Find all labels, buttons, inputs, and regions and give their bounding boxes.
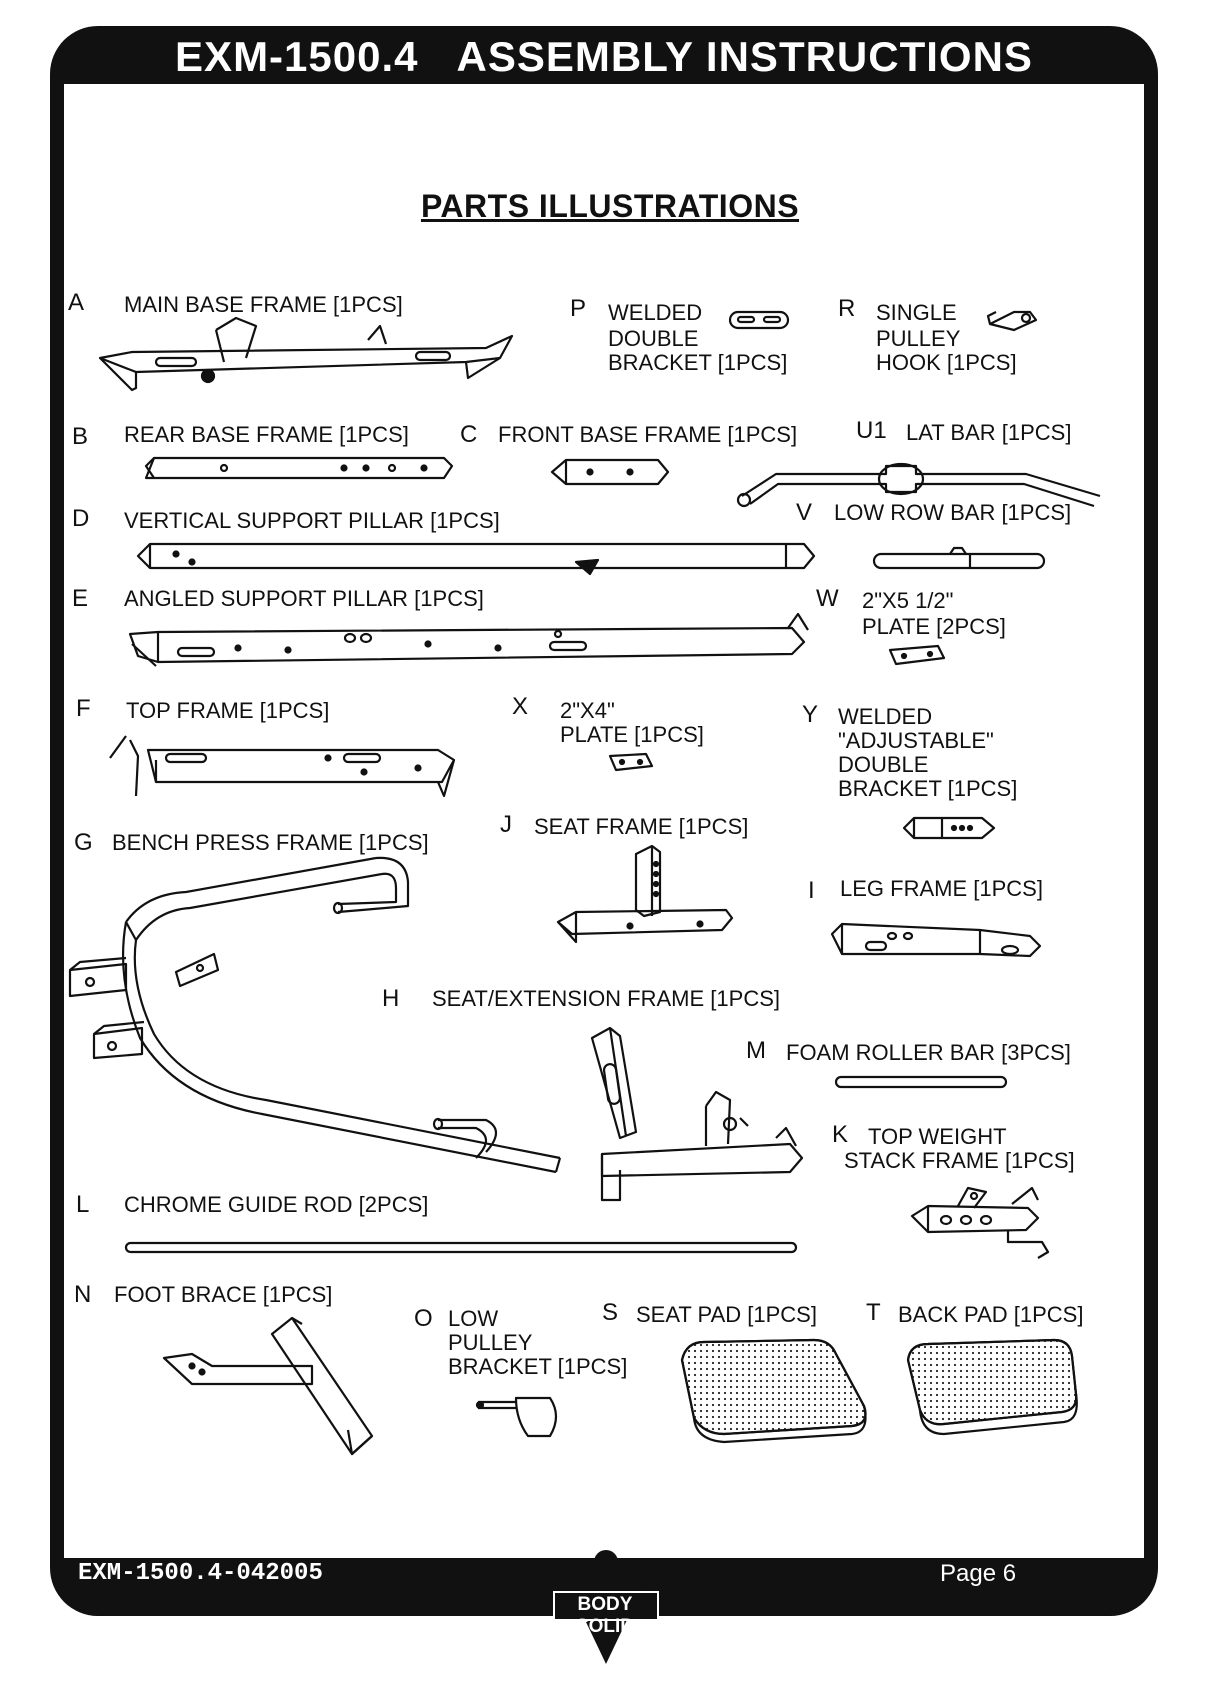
- part-t-illustration: [904, 1338, 1084, 1438]
- part-i-label: LEG FRAME [1PCS]: [840, 876, 1043, 901]
- part-o-line1: LOW: [448, 1306, 499, 1331]
- part-x-line2: PLATE [1PCS]: [560, 722, 704, 747]
- part-y-line1: WELDED: [838, 704, 933, 729]
- part-w-illustration: [888, 644, 948, 668]
- part-u1-illustration: [736, 452, 1106, 512]
- part-a-illustration: [96, 316, 516, 398]
- part-l-illustration: [124, 1240, 800, 1256]
- part-n-label: FOOT BRACE [1PCS]: [114, 1282, 333, 1307]
- part-u1-letter: U1: [856, 417, 887, 444]
- part-f-label: TOP FRAME [1PCS]: [126, 698, 330, 723]
- part-l-label: CHROME GUIDE ROD [2PCS]: [124, 1192, 429, 1217]
- part-c-letter: C: [460, 421, 478, 448]
- part-p-letter: P: [570, 295, 587, 322]
- part-r-line3: HOOK [1PCS]: [876, 350, 1017, 375]
- part-t-letter: T: [866, 1299, 881, 1326]
- part-k-illustration: [908, 1182, 1058, 1262]
- part-p-line2: DOUBLE: [608, 326, 699, 351]
- part-v-label: LOW ROW BAR [1PCS]: [834, 500, 1072, 525]
- part-d-letter: D: [72, 505, 90, 532]
- part-g-label: BENCH PRESS FRAME [1PCS]: [112, 830, 429, 855]
- part-r-letter: R: [838, 295, 856, 322]
- part-s-letter: S: [602, 1299, 619, 1326]
- part-y-line2: "ADJUSTABLE": [838, 728, 994, 753]
- part-y-line4: BRACKET [1PCS]: [838, 776, 1018, 801]
- part-a-label: MAIN BASE FRAME [1PCS]: [124, 292, 403, 317]
- part-v-illustration: [870, 546, 1054, 574]
- part-n-letter: N: [74, 1281, 92, 1308]
- doc-code: EXM-1500.4-042005: [78, 1560, 323, 1587]
- part-s-illustration: [674, 1336, 874, 1446]
- model-code: EXM-1500.4: [175, 33, 419, 80]
- part-d-illustration: [136, 540, 816, 580]
- page-number: Page 6: [940, 1560, 1017, 1587]
- part-v-letter: V: [796, 499, 813, 526]
- part-f-illustration: [108, 735, 458, 806]
- part-i-illustration: [830, 914, 1050, 974]
- part-w-line1: 2"X5 1/2": [862, 588, 954, 613]
- part-o-letter: O: [414, 1305, 433, 1332]
- part-p-line3: BRACKET [1PCS]: [608, 350, 788, 375]
- part-c-illustration: [550, 458, 670, 492]
- section-title: PARTS ILLUSTRATIONS: [420, 188, 800, 224]
- part-s-label: SEAT PAD [1PCS]: [636, 1302, 817, 1327]
- part-t-label: BACK PAD [1PCS]: [898, 1302, 1084, 1327]
- part-x-letter: X: [512, 693, 529, 720]
- page-header: EXM-1500.4 ASSEMBLY INSTRUCTIONS: [60, 28, 1148, 86]
- part-f-letter: F: [76, 695, 91, 722]
- brand-name: BODY SOLID: [575, 1594, 635, 1637]
- part-h-letter: H: [382, 985, 400, 1012]
- part-m-illustration: [834, 1074, 1010, 1090]
- part-n-illustration: [162, 1310, 374, 1460]
- part-w-line2: PLATE [2PCS]: [862, 614, 1006, 639]
- part-y-letter: Y: [802, 701, 819, 728]
- part-y-bracket-illustration: [902, 814, 996, 842]
- part-e-letter: E: [72, 585, 89, 612]
- part-k-line1: TOP WEIGHT: [868, 1124, 1007, 1149]
- part-r-line2: PULLEY: [876, 326, 961, 351]
- part-b-illustration: [144, 456, 456, 492]
- part-j-letter: J: [500, 811, 512, 838]
- part-o-illustration: [475, 1390, 566, 1450]
- part-p-illustration: [728, 308, 792, 336]
- part-h-label: SEAT/EXTENSION FRAME [1PCS]: [432, 986, 780, 1011]
- part-c-label: FRONT BASE FRAME [1PCS]: [498, 422, 798, 447]
- part-a-letter: A: [68, 289, 85, 316]
- part-r-line1: SINGLE: [876, 300, 957, 325]
- part-x-illustration: [608, 752, 654, 774]
- part-d-label: VERTICAL SUPPORT PILLAR [1PCS]: [124, 508, 500, 533]
- part-k-letter: K: [832, 1121, 849, 1148]
- part-j-label: SEAT FRAME [1PCS]: [534, 814, 749, 839]
- part-e-illustration: [128, 612, 809, 674]
- part-p-line1: WELDED: [608, 300, 703, 325]
- part-j-illustration: [556, 844, 736, 946]
- part-u1-label: LAT BAR [1PCS]: [906, 420, 1072, 445]
- part-g-letter: G: [74, 829, 93, 856]
- part-i-letter: I: [808, 877, 815, 904]
- header-title: ASSEMBLY INSTRUCTIONS: [456, 33, 1033, 80]
- part-y-line3: DOUBLE: [838, 752, 929, 777]
- part-m-letter: M: [746, 1037, 766, 1064]
- part-k-line2: STACK FRAME [1PCS]: [844, 1148, 1075, 1173]
- part-l-letter: L: [76, 1191, 90, 1218]
- part-h-illustration: [580, 1020, 820, 1220]
- part-b-label: REAR BASE FRAME [1PCS]: [124, 422, 409, 447]
- part-r-illustration: [986, 306, 1040, 336]
- part-o-line3: BRACKET [1PCS]: [448, 1354, 628, 1379]
- part-g-illustration: [66, 856, 566, 1188]
- part-w-letter: W: [816, 585, 839, 612]
- body-solid-logo: [546, 1540, 666, 1670]
- part-m-label: FOAM ROLLER BAR [3PCS]: [786, 1040, 1071, 1065]
- part-b-letter: B: [72, 423, 89, 450]
- page-frame: [50, 26, 1158, 1616]
- part-e-label: ANGLED SUPPORT PILLAR [1PCS]: [124, 586, 484, 611]
- part-o-line2: PULLEY: [448, 1330, 533, 1355]
- part-x-line1: 2"X4": [560, 698, 615, 723]
